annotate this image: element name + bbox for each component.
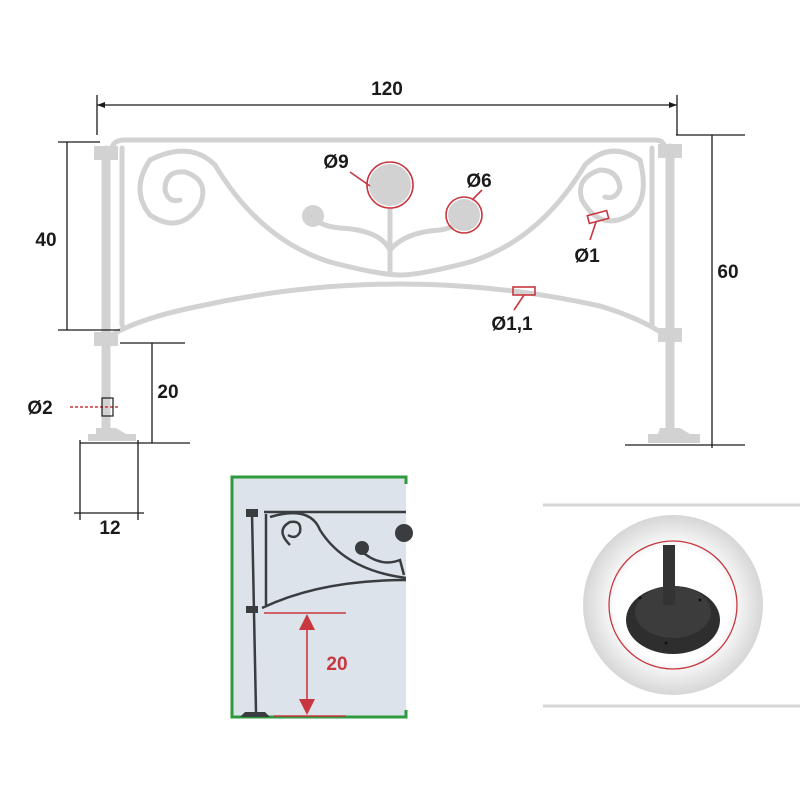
fence-solids [88, 164, 700, 443]
width-label: 120 [371, 79, 403, 100]
right-scroll [578, 157, 646, 224]
right-base [648, 428, 700, 443]
total-height-label: 60 [717, 262, 738, 283]
small-flower [448, 199, 480, 231]
small-flower-label: Ø6 [466, 171, 491, 192]
large-flower [369, 164, 411, 206]
scroll-bar-label: Ø1 [574, 246, 600, 267]
post-diameter-marker [101, 397, 114, 417]
large-flower-outline [366, 161, 414, 209]
panel-height-label: 40 [35, 230, 56, 251]
post-height-label: 20 [157, 382, 178, 403]
top-rail [109, 137, 668, 153]
arc-bar-label: Ø1,1 [491, 314, 533, 335]
inset-detail: 20 [230, 475, 413, 719]
small-flower-outline [445, 196, 483, 234]
left-scroll [137, 157, 206, 226]
clamp [658, 144, 682, 158]
left-base [88, 428, 136, 441]
dimension-lines [58, 95, 745, 520]
large-flower-label: Ø9 [323, 152, 348, 173]
clamp [658, 328, 682, 342]
inset-height-label: 20 [326, 654, 347, 675]
highlights [70, 161, 610, 408]
bottom-arc [109, 281, 668, 338]
clamp [94, 146, 118, 160]
clamp [94, 332, 118, 346]
post-diameter-label: Ø2 [27, 398, 52, 419]
fence-drawing [94, 137, 682, 433]
main-curve [147, 148, 643, 278]
side-flower [302, 205, 324, 227]
scroll-bar-marker [586, 209, 610, 225]
base-detail [543, 503, 800, 708]
base-width-label: 12 [99, 518, 120, 539]
base-highlight-circle [608, 540, 738, 670]
